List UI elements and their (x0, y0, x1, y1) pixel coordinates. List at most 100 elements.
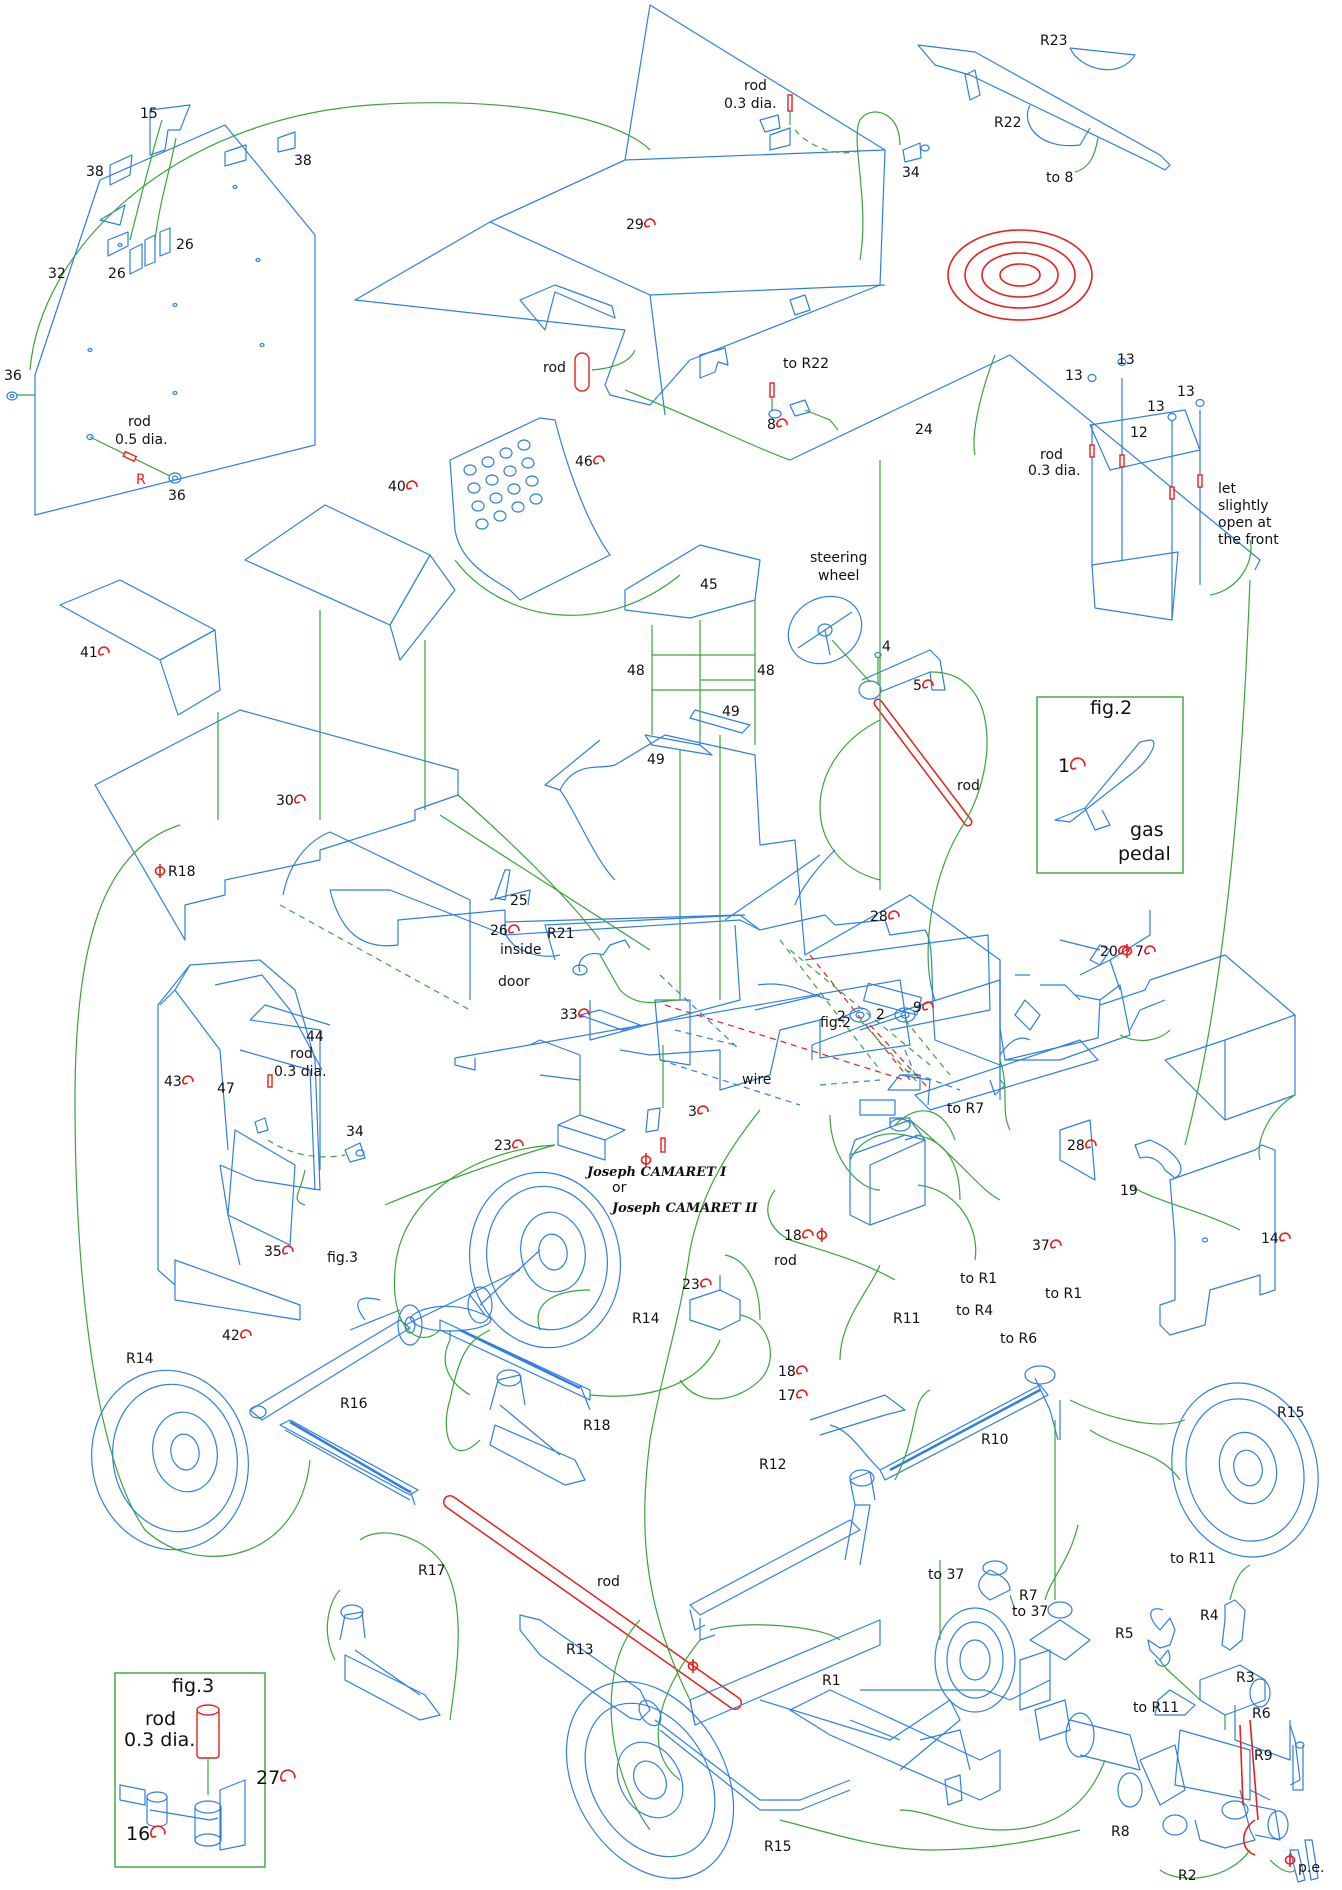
phi-cut-icon (640, 1153, 652, 1167)
part-label: to R6 (1000, 1331, 1037, 1347)
rear-deck-24 (789, 354, 1261, 1146)
part-label: R18 (168, 864, 196, 880)
part-label: R8 (1111, 1824, 1130, 1840)
wheel-r15-right (1089, 1382, 1319, 1558)
curl-arrow-icon (239, 1329, 252, 1339)
assembly-guides (29, 102, 1296, 1851)
part-label: 41 (80, 645, 98, 661)
part-label: 34 (902, 165, 920, 181)
part-label: rod (128, 414, 151, 430)
part-label: the front (1218, 532, 1279, 548)
curl-arrow-icon (405, 480, 418, 490)
part-label: Joseph CAMARET II (609, 1201, 758, 1216)
part-label: 4 (882, 639, 891, 655)
door-hinge-25 (489, 869, 681, 1031)
gas-pedal-fig2 (1054, 739, 1155, 831)
curl-arrow-icon (279, 1769, 296, 1782)
part-label: 29 (626, 217, 644, 233)
part-label: R16 (340, 1396, 368, 1412)
part-label: gas (1130, 819, 1164, 841)
part-label: 35 (264, 1244, 282, 1260)
seats (449, 417, 761, 1000)
part-label: rod (543, 360, 566, 376)
part-label: 44 (306, 1029, 324, 1045)
part-label: to 8 (1046, 170, 1073, 186)
part-label: door (498, 974, 530, 990)
part-label: 5 (913, 678, 922, 694)
shock-r17 (326, 1532, 459, 1721)
part-label: R2 (1178, 1868, 1197, 1884)
dash-panel-9 (811, 910, 1182, 1181)
part-label: 49 (647, 752, 665, 768)
part-label: 32 (48, 266, 66, 282)
part-label: or (612, 1180, 627, 1196)
wheel-r14-front (468, 1171, 622, 1349)
cushion-41 (59, 579, 221, 716)
part-label: steering (810, 550, 867, 566)
part-label: 2 (837, 1009, 846, 1025)
part-label: 24 (915, 422, 933, 438)
part-label: 26 (490, 923, 508, 939)
part-label: 13 (1147, 399, 1165, 415)
part-label: 23 (682, 1277, 700, 1293)
curl-arrow-icon (921, 679, 934, 689)
part-label: 46 (575, 454, 593, 470)
seat-holes (463, 439, 543, 530)
part-label: 0.3 dia. (274, 1064, 327, 1080)
curl-arrow-icon (801, 1229, 814, 1239)
fig3-detail (119, 1704, 246, 1851)
phi-cut-icon (1121, 944, 1133, 958)
part-label: 9 (913, 1000, 922, 1016)
engine-assembly (899, 1564, 1319, 1883)
part-label: 38 (294, 153, 312, 169)
part-label: 13 (1177, 384, 1195, 400)
part-label: 25 (510, 893, 528, 909)
part-label: 26 (108, 266, 126, 282)
curl-arrow-icon (1069, 757, 1086, 770)
curl-arrow-icon (97, 646, 110, 656)
part-label: 43 (164, 1074, 182, 1090)
curl-arrow-icon (775, 418, 788, 428)
part-label: 48 (757, 663, 775, 679)
part-label: 36 (168, 488, 186, 504)
fender-44-47 (157, 959, 366, 1321)
part-label: R4 (1200, 1608, 1219, 1624)
part-label: 23 (494, 1138, 512, 1154)
shock-r18 (444, 1329, 721, 1486)
curl-arrow-icon (643, 218, 656, 228)
body-tub-3 (279, 734, 1166, 1153)
part-label: 49 (722, 704, 740, 720)
part-label: 26 (176, 237, 194, 253)
part-label: 0.3 dia. (1028, 463, 1081, 479)
phi-cut-icon (1284, 1853, 1296, 1867)
part-label: slightly (1218, 498, 1269, 514)
chassis-r1 (689, 1420, 1091, 1806)
curl-arrow-icon (507, 924, 520, 934)
part-label: 18 (784, 1228, 802, 1244)
curl-arrow-icon (181, 1075, 194, 1085)
hood-29 (354, 4, 930, 431)
part-label: 2 (876, 1007, 885, 1023)
part-label: 13 (1065, 368, 1083, 384)
phi-cut-icon (154, 864, 166, 878)
part-label: 28 (870, 909, 888, 925)
steering-column (787, 460, 988, 1001)
part-label: rod (597, 1574, 620, 1590)
part-label: R13 (566, 1642, 594, 1658)
curl-arrow-icon (1143, 945, 1156, 955)
curl-arrow-icon (795, 1389, 808, 1399)
part-label: R15 (1277, 1405, 1305, 1421)
part-label: R14 (632, 1311, 660, 1327)
part-label: R22 (994, 115, 1022, 131)
steering-linkage-r12 (657, 1365, 1061, 1781)
curl-arrow-icon (795, 1365, 808, 1375)
part-label: 30 (276, 793, 294, 809)
fig2-box (1036, 696, 1184, 874)
part-label: R21 (547, 926, 575, 942)
spare-tire-ring (947, 229, 1093, 456)
part-label: 45 (700, 577, 718, 593)
curl-arrow-icon (293, 794, 306, 804)
part-label: rod (290, 1046, 313, 1062)
